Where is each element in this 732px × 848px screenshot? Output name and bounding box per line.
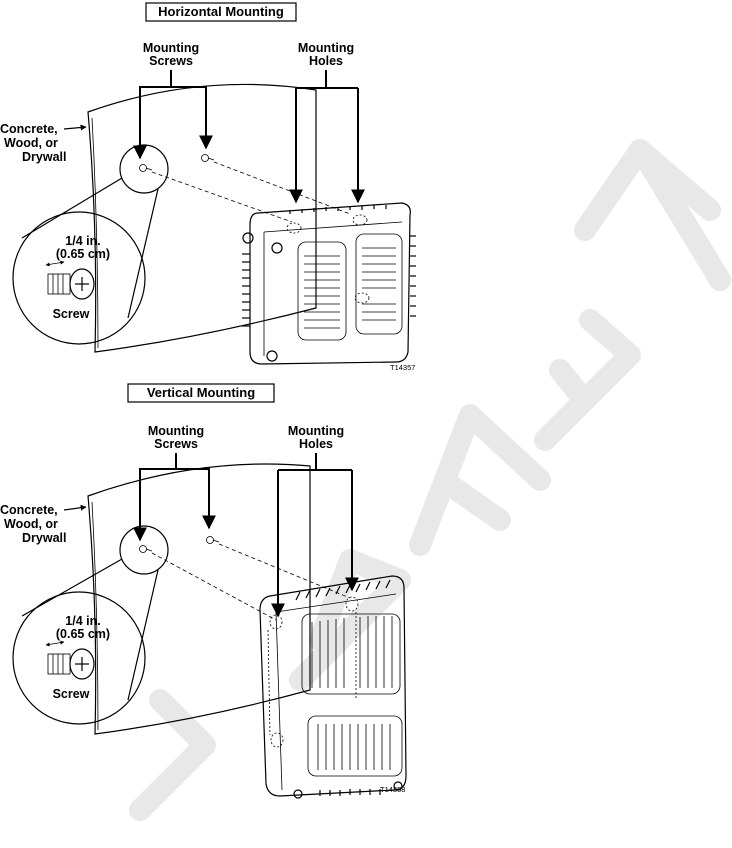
wall-screw-left (140, 165, 153, 172)
mounting-hole-right (353, 215, 367, 225)
zoom-line-upper (22, 178, 122, 238)
alignment-line-left (152, 553, 276, 620)
mounting-screws-label-line2: Screws (154, 437, 198, 451)
screw-label: Screw (53, 307, 90, 321)
screws-bracket (140, 469, 209, 520)
mounting-hole-bottom (355, 293, 369, 303)
mounting-screws-label-line1: Mounting (143, 41, 199, 55)
vent-slots-right (362, 248, 396, 320)
mounting-holes-label-line1: Mounting (288, 424, 344, 438)
device-foot (267, 351, 277, 361)
screw-detail-icon (48, 649, 94, 679)
surface-label-line3: Drywall (22, 531, 66, 545)
mounting-holes-label-line2: Holes (309, 54, 343, 68)
screw-size-line1: 1/4 in. (65, 234, 100, 248)
side-fins-left (242, 254, 250, 326)
surface-label-line1: Concrete, (0, 503, 58, 517)
screw-detail-icon (48, 269, 94, 299)
screw-size-arrow (46, 262, 64, 265)
figure-title: Horizontal Mounting (158, 4, 284, 19)
wall-outline (88, 84, 316, 352)
mounting-hole-bottom (271, 733, 283, 747)
surface-label-line2: Wood, or (4, 136, 58, 150)
mounting-hole-left (287, 223, 301, 233)
surface-label-line3: Drywall (22, 150, 66, 164)
device-foot (272, 243, 282, 253)
zoom-line-lower (128, 570, 158, 700)
screw-size-line2: (0.65 cm) (56, 627, 110, 641)
mounting-screws-label-line1: Mounting (148, 424, 204, 438)
device-foot (243, 233, 253, 243)
screw-label: Screw (53, 687, 90, 701)
screw-detail-circle (13, 592, 145, 724)
side-fins-right (410, 236, 416, 316)
surface-label-line1: Concrete, (0, 122, 58, 136)
alignment-line-right (214, 162, 350, 214)
zoom-source-circle (120, 145, 168, 193)
screw-size-arrow (46, 642, 64, 645)
figure-code: T14358 (380, 785, 405, 794)
bottom-fins (320, 789, 380, 796)
wall-screw-right (207, 537, 220, 544)
device-foot (294, 790, 302, 798)
screw-size-line1: 1/4 in. (65, 614, 100, 628)
figure-title: Vertical Mounting (147, 385, 255, 400)
screws-bracket (140, 87, 206, 143)
mounting-screws-label-line2: Screws (149, 54, 193, 68)
vent-slots-left (304, 256, 340, 328)
figure-code: T14357 (390, 363, 415, 372)
hole-guide (268, 630, 270, 735)
mounting-holes-label-line2: Holes (299, 437, 333, 451)
vent-panel-lower (308, 716, 402, 776)
wall-outline (88, 464, 310, 734)
mounting-hole-right (346, 597, 358, 611)
surface-label-line2: Wood, or (4, 517, 58, 531)
vent-panel-right (356, 234, 402, 334)
alignment-line-left (152, 172, 292, 222)
alignment-line-right (219, 544, 350, 598)
figure-horizontal: Horizontal Mounting Mounting Screws Moun… (0, 3, 416, 372)
surface-arrow (64, 127, 86, 129)
device-horizontal (242, 203, 416, 364)
vent-slots-lower (318, 724, 390, 770)
screw-size-line2: (0.65 cm) (56, 247, 110, 261)
zoom-line-lower (128, 189, 158, 318)
wall-screw-right (202, 155, 215, 162)
wall-screw-left (140, 546, 153, 553)
vent-panel-left (298, 242, 346, 340)
surface-arrow (64, 507, 86, 510)
zoom-source-circle (120, 526, 168, 574)
mounting-holes-label-line1: Mounting (298, 41, 354, 55)
